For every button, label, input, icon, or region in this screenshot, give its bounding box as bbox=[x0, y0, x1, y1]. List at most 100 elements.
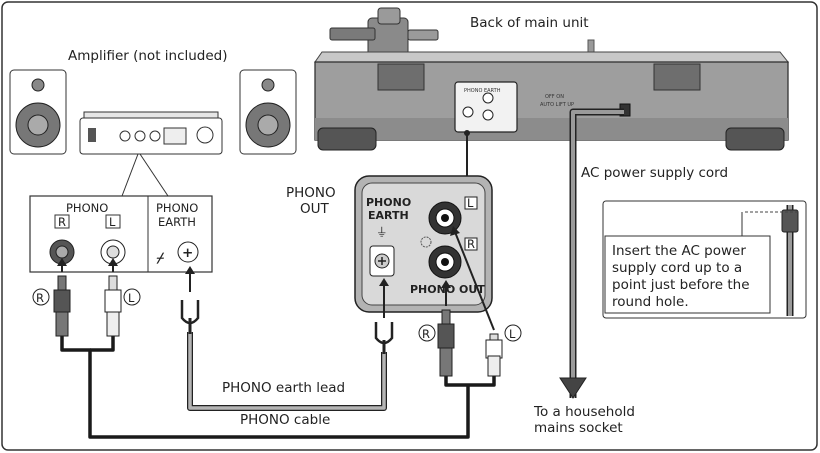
left-plug-r-letter: R bbox=[36, 291, 44, 305]
right-plug-l-arrow bbox=[454, 231, 495, 331]
detail-jack-l-pin bbox=[441, 214, 449, 222]
tonearm-rest bbox=[407, 29, 439, 41]
foot-left bbox=[317, 127, 377, 151]
tt-spade-arrowhead-icon bbox=[379, 278, 389, 286]
right-plug-r-letter: R bbox=[422, 327, 430, 341]
household-line1: To a household bbox=[533, 404, 635, 420]
ac-cord bbox=[571, 110, 624, 398]
left-plug-l-tip bbox=[108, 275, 118, 291]
household-line2: mains socket bbox=[534, 420, 623, 436]
phono-out-detail: PHONO EARTH ⏚ L R PHONO OUT bbox=[354, 175, 493, 313]
speaker-right-tweeter bbox=[261, 78, 275, 92]
amp-earth-icon: ᚋ bbox=[156, 250, 165, 266]
amp-knob-2 bbox=[134, 130, 146, 142]
right-plug-l-circle bbox=[504, 324, 522, 342]
insert-line4: round hole. bbox=[612, 294, 689, 310]
turntable-unit: PHONO EARTH OFF ON AUTO LIFT UP bbox=[314, 7, 790, 151]
deck-top bbox=[314, 51, 790, 63]
amp-r-label: R bbox=[58, 215, 66, 229]
left-plug-l-letter: L bbox=[128, 291, 135, 305]
detail-phono-out-label: PHONO OUT bbox=[410, 283, 485, 296]
left-plug-l-circle bbox=[123, 288, 141, 306]
right-plug-r-sleeve bbox=[439, 347, 453, 377]
callout-line-left bbox=[121, 153, 139, 197]
detail-ground-symbol bbox=[420, 236, 432, 248]
speaker-right-cone bbox=[257, 114, 279, 136]
switch-text-2: AUTO LIFT UP bbox=[540, 102, 574, 108]
right-plug-r-arrowhead-icon bbox=[441, 280, 451, 288]
callout-line-right bbox=[139, 153, 169, 197]
insert-note-box bbox=[604, 235, 771, 314]
jack-r-small bbox=[482, 109, 494, 121]
amp-knob-3 bbox=[149, 130, 161, 142]
insert-line3: point just before the bbox=[612, 277, 750, 293]
left-plug-r-body bbox=[53, 289, 71, 313]
left-plug-r-arrowhead-icon bbox=[57, 258, 67, 266]
jack-l-small bbox=[482, 92, 494, 104]
mains-arrow-icon bbox=[559, 377, 587, 399]
right-plug-l-letter: L bbox=[509, 327, 516, 341]
phono-cable bbox=[60, 336, 470, 439]
detail-jack-r-pin bbox=[441, 258, 449, 266]
rear-terminal-panel bbox=[454, 81, 518, 133]
amp-volume-knob bbox=[196, 126, 214, 144]
phono-cable-l-branch bbox=[90, 336, 115, 352]
panel-earth-text: PHONO EARTH bbox=[464, 88, 501, 94]
right-plug-r-body bbox=[437, 323, 455, 349]
right-plug-r-tip bbox=[441, 309, 451, 325]
inset-plug bbox=[781, 209, 799, 233]
phono-out-line2: OUT bbox=[300, 201, 330, 217]
left-plug-l-sleeve bbox=[106, 311, 120, 337]
rear-recess-right bbox=[653, 63, 701, 91]
insert-line2: supply cord up to a bbox=[612, 260, 742, 276]
insert-line1: Insert the AC power bbox=[612, 243, 746, 259]
speaker-left-cone bbox=[27, 114, 49, 136]
rear-recess-left bbox=[377, 63, 425, 91]
phono-cable-right-branch bbox=[444, 375, 496, 387]
detail-earth-icon: ⏚ bbox=[376, 225, 388, 239]
amp-earth-screw-icon: + bbox=[182, 245, 193, 261]
amp-knob-1 bbox=[119, 130, 131, 142]
left-plugs: R L bbox=[32, 258, 200, 337]
right-plug-r-circle bbox=[418, 324, 436, 342]
detail-l-box bbox=[464, 196, 478, 210]
switch-text: OFF ON bbox=[545, 94, 564, 100]
earth-terminal-small bbox=[462, 106, 474, 118]
deck-shadow bbox=[315, 118, 788, 140]
amp-phono-label: PHONO bbox=[66, 201, 108, 215]
amplifier-system bbox=[9, 69, 297, 197]
amp-r-box bbox=[54, 214, 70, 229]
amp-jack-l-center bbox=[106, 245, 120, 259]
amplifier-label: Amplifier (not included) bbox=[68, 48, 228, 64]
right-plug-l-sleeve bbox=[487, 355, 501, 377]
amp-l-label: L bbox=[109, 215, 116, 229]
amp-display bbox=[163, 127, 187, 145]
detail-earth-line2: EARTH bbox=[368, 209, 409, 222]
ac-cord-label: AC power supply cord bbox=[581, 165, 728, 181]
detail-callout-dot bbox=[464, 130, 470, 136]
left-plug-r-circle bbox=[32, 288, 50, 306]
right-plug-l-body bbox=[485, 339, 503, 359]
foot-right bbox=[725, 127, 785, 151]
back-of-main-unit-label: Back of main unit bbox=[470, 15, 589, 31]
detail-l-label: L bbox=[467, 196, 474, 210]
amp-power-switch bbox=[88, 128, 96, 142]
phono-out-line1: PHONO bbox=[286, 185, 336, 201]
earth-lead bbox=[188, 332, 386, 410]
amplifier-top bbox=[83, 111, 219, 119]
left-plug-l-arrowhead-icon bbox=[108, 258, 118, 266]
amp-phono-earth-line2: EARTH bbox=[158, 215, 196, 229]
amp-phono-earth-line1: PHONO bbox=[156, 201, 198, 215]
right-plugs: R L bbox=[374, 226, 522, 377]
left-plug-r-sleeve bbox=[55, 311, 69, 337]
phono-cable-label: PHONO cable bbox=[240, 412, 330, 428]
detail-r-label: R bbox=[467, 237, 475, 251]
earth-lead-label: PHONO earth lead bbox=[222, 380, 345, 396]
amp-l-box bbox=[105, 214, 121, 229]
tonearm-head bbox=[377, 7, 401, 25]
amp-jack-r-center bbox=[55, 245, 69, 259]
detail-earth-line1: PHONO bbox=[366, 196, 411, 209]
right-plug-l-arrowhead-icon bbox=[450, 226, 460, 236]
